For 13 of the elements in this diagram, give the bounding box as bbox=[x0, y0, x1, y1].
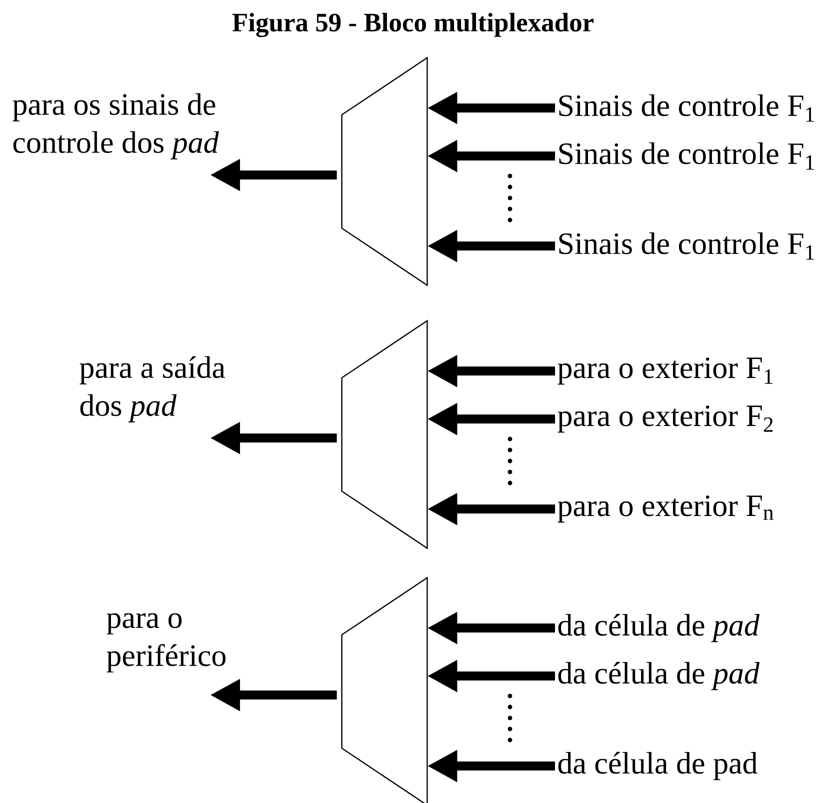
input-label: da célula de pad bbox=[558, 662, 760, 690]
input-label: para o exterior F$_{1}$ bbox=[558, 357, 772, 385]
input-label: Sinais de controle F$_{1}$ bbox=[559, 94, 814, 122]
input-label: Sinais de controle F$_{1}$ bbox=[559, 232, 814, 260]
figure-title: Figura 59 - Bloco multiplexador bbox=[232, 12, 594, 38]
input-label: Sinais de controle F$_{1}$ bbox=[559, 142, 814, 170]
output-label: para o periférico bbox=[106, 613, 226, 672]
output-label: para a saída dos pad bbox=[80, 356, 226, 422]
input-label: para o exterior F$_{n}$ bbox=[558, 495, 774, 523]
input-label: para o exterior F$_{2}$ bbox=[558, 405, 773, 433]
output-label: para os sinais de controle dos pad bbox=[12, 93, 219, 160]
input-label: da célula de pad bbox=[558, 614, 760, 642]
input-label: da célula de pad bbox=[558, 752, 758, 780]
